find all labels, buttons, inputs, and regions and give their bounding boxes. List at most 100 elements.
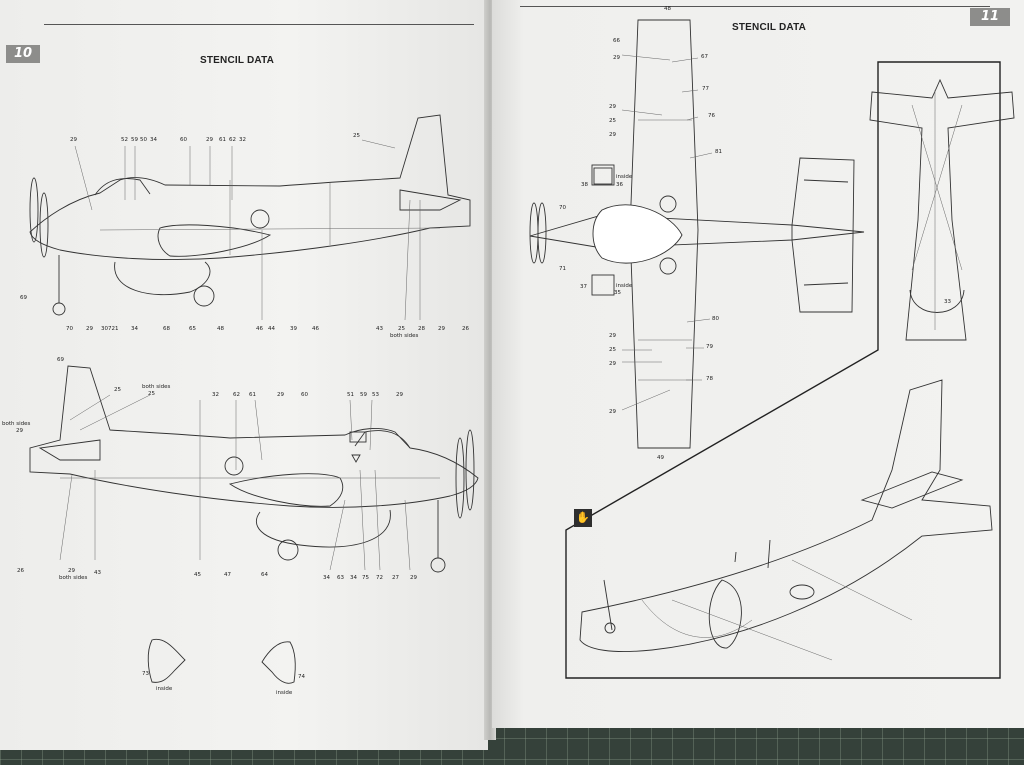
- callout: 69: [57, 357, 64, 363]
- callout-note: both sides: [390, 333, 419, 339]
- callout: 34: [150, 137, 157, 143]
- callout: 79: [706, 344, 713, 350]
- left-page: 10 STENCIL DATA 29 52 59 50 34 60 29 61 …: [0, 0, 488, 750]
- callout-note: both sides: [59, 575, 88, 581]
- callout: 53: [372, 392, 379, 398]
- callout: 64: [261, 572, 268, 578]
- callout: 44: [268, 326, 275, 332]
- callout: 45: [194, 572, 201, 578]
- callout: 26: [462, 326, 469, 332]
- header-rule: [44, 24, 474, 25]
- callout: 66: [613, 38, 620, 44]
- callout: 67: [701, 54, 708, 60]
- callout: 27: [392, 575, 399, 581]
- callout: 39: [290, 326, 297, 332]
- callout: 77: [702, 86, 709, 92]
- aircraft-side-view-top: [29, 114, 471, 321]
- callout: 68: [163, 326, 170, 332]
- callout: 62: [229, 137, 236, 143]
- callout: 33: [944, 299, 951, 305]
- callout: 73: [142, 671, 149, 677]
- callout: 60: [180, 137, 187, 143]
- callout: 72: [376, 575, 383, 581]
- callout: 46: [256, 326, 263, 332]
- callout: 69: [20, 295, 27, 301]
- callout: 75: [362, 575, 369, 581]
- callout: 25: [148, 391, 155, 397]
- callout: 81: [715, 149, 722, 155]
- callout: 25: [353, 133, 360, 139]
- callout: 34: [350, 575, 357, 581]
- callout: 29: [68, 568, 75, 574]
- callout-note: inside: [616, 174, 633, 180]
- callout: 29: [86, 326, 93, 332]
- callout: 71: [559, 266, 566, 272]
- callout: 29: [609, 409, 616, 415]
- page-title: STENCIL DATA: [732, 22, 807, 33]
- callout: 35: [614, 290, 621, 296]
- callout: 28: [418, 326, 425, 332]
- callout: 52: [121, 137, 128, 143]
- callout: 32: [239, 137, 246, 143]
- callout-note: both sides: [2, 421, 31, 427]
- callout: 34: [323, 575, 330, 581]
- callout: 51: [347, 392, 354, 398]
- callout: 63: [337, 575, 344, 581]
- callout: 76: [708, 113, 715, 119]
- callout: 48: [664, 6, 671, 12]
- callout: 38: [581, 182, 588, 188]
- header-rule: [520, 6, 990, 7]
- callout: 60: [301, 392, 308, 398]
- callout: 36: [616, 182, 623, 188]
- callout: 47: [224, 572, 231, 578]
- callout: 59: [131, 137, 138, 143]
- callout-note: inside: [156, 686, 173, 692]
- callout: 50: [140, 137, 147, 143]
- callout: 29: [609, 333, 616, 339]
- callout: 29: [70, 137, 77, 143]
- callout: 25: [609, 347, 616, 353]
- callout: 46: [312, 326, 319, 332]
- callout: 80: [712, 316, 719, 322]
- callout: 29: [613, 55, 620, 61]
- callout: 29: [438, 326, 445, 332]
- callout: 30721: [101, 326, 119, 332]
- callout: 25: [398, 326, 405, 332]
- aircraft-plan-view: [529, 19, 865, 449]
- callout: both sides: [142, 384, 171, 390]
- callout: 37: [580, 284, 587, 290]
- callout: 25: [609, 118, 616, 124]
- callout: 29: [16, 428, 23, 434]
- page-title: STENCIL DATA: [200, 55, 275, 66]
- callout: 29: [277, 392, 284, 398]
- page-number: 11: [970, 8, 1010, 26]
- callout: 29: [396, 392, 403, 398]
- callout: 29: [206, 137, 213, 143]
- callout: 29: [410, 575, 417, 581]
- callout: 62: [233, 392, 240, 398]
- callout-note: inside: [616, 283, 633, 289]
- callout: 49: [657, 455, 664, 461]
- callout-note: inside: [276, 690, 293, 696]
- callout: 59: [360, 392, 367, 398]
- aircraft-side-view-bottom: [29, 365, 479, 573]
- callout: 32: [212, 392, 219, 398]
- callout: 48: [217, 326, 224, 332]
- callout: 43: [94, 570, 101, 576]
- callout: 29: [609, 132, 616, 138]
- callout: 26: [17, 568, 24, 574]
- callout: 34: [131, 326, 138, 332]
- callout: 29: [609, 104, 616, 110]
- detail-drawings: [147, 638, 296, 684]
- callout: 74: [298, 674, 305, 680]
- callout: 70: [559, 205, 566, 211]
- callout: 70: [66, 326, 73, 332]
- hand-warning-icon: ✋: [574, 509, 592, 527]
- page-number: 10: [6, 45, 40, 63]
- right-page: 11 STENCIL DATA 48 49 66 29 29 25: [492, 0, 1024, 728]
- detail-frame: [565, 61, 1015, 679]
- callout: 43: [376, 326, 383, 332]
- callout: 25: [114, 387, 121, 393]
- callout: 65: [189, 326, 196, 332]
- callout: 29: [609, 361, 616, 367]
